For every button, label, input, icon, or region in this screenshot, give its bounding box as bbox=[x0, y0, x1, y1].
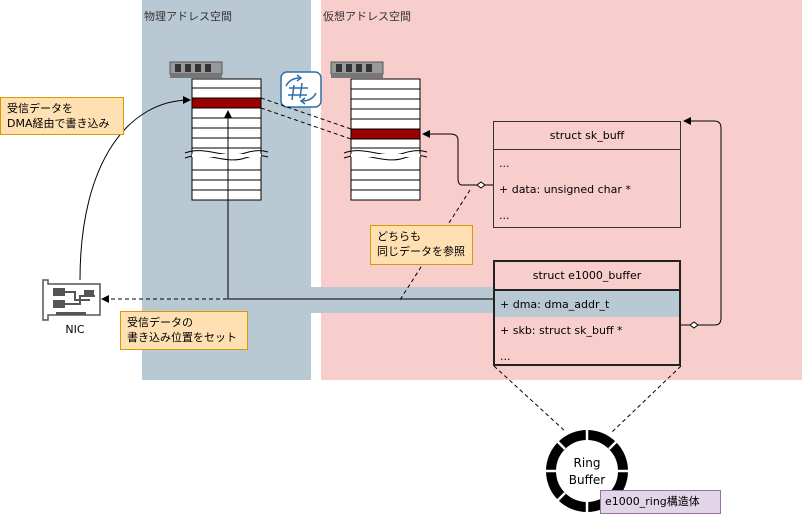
ring-connector-left bbox=[493, 365, 567, 433]
sk-buff-class-box: struct sk_buff ... + data: unsigned char… bbox=[493, 121, 681, 228]
virtual-data-row bbox=[350, 128, 421, 140]
physical-memory-icon bbox=[169, 61, 223, 78]
sk-buff-title: struct sk_buff bbox=[494, 122, 680, 150]
ring-connector-right bbox=[611, 365, 682, 433]
dma-write-note-line2: DMA経由で書き込み bbox=[7, 117, 110, 130]
set-position-note: 受信データの 書き込み位置をセット bbox=[120, 311, 248, 350]
dma-address-arrow bbox=[224, 110, 500, 300]
virtual-memory-block bbox=[343, 78, 428, 201]
nic-label: NIC bbox=[65, 323, 85, 336]
same-data-note-line2: 同じデータを参照 bbox=[377, 245, 465, 258]
e1000-buffer-row-2: ... bbox=[500, 349, 511, 363]
nic-icon bbox=[42, 279, 101, 321]
same-data-note-line1: どちらも bbox=[377, 230, 421, 243]
address-translation-icon bbox=[280, 71, 322, 108]
e1000-buffer-row-skb: + skb: struct sk_buff * bbox=[500, 323, 623, 337]
ring-label-line1: Ring bbox=[574, 456, 601, 470]
mapping-line-bottom bbox=[260, 107, 352, 140]
dma-write-note: 受信データを DMA経由で書き込み bbox=[0, 97, 124, 135]
sk-buff-row-data: + data: unsigned char * bbox=[499, 182, 631, 196]
ring-struct-note: e1000_ring構造体 bbox=[600, 490, 721, 514]
skb-pointer-arrow bbox=[681, 117, 722, 326]
dma-write-note-line1: 受信データを bbox=[7, 102, 73, 115]
same-data-note: どちらも 同じデータを参照 bbox=[370, 225, 473, 265]
e1000-buffer-row-dma: + dma: dma_addr_t bbox=[495, 291, 679, 317]
skb-data-arrow bbox=[422, 130, 493, 186]
physical-memory-block bbox=[184, 78, 269, 201]
ring-label-line2: Buffer bbox=[569, 473, 605, 487]
set-position-note-line1: 受信データの bbox=[127, 316, 193, 329]
set-position-note-line2: 書き込み位置をセット bbox=[127, 331, 237, 344]
sk-buff-row-2: ... bbox=[499, 208, 510, 222]
physical-address-space-title: 物理アドレス空間 bbox=[144, 10, 232, 23]
dma-write-arrow bbox=[79, 96, 191, 281]
e1000-buffer-class-box: struct e1000_buffer + dma: dma_addr_t + … bbox=[493, 260, 681, 366]
e1000-buffer-title: struct e1000_buffer bbox=[495, 262, 679, 291]
virtual-address-space-title: 仮想アドレス空間 bbox=[323, 10, 411, 23]
physical-data-row bbox=[191, 97, 262, 109]
sk-buff-row-0: ... bbox=[499, 156, 510, 170]
virtual-memory-icon bbox=[330, 61, 384, 78]
mapping-line-top bbox=[260, 97, 352, 130]
